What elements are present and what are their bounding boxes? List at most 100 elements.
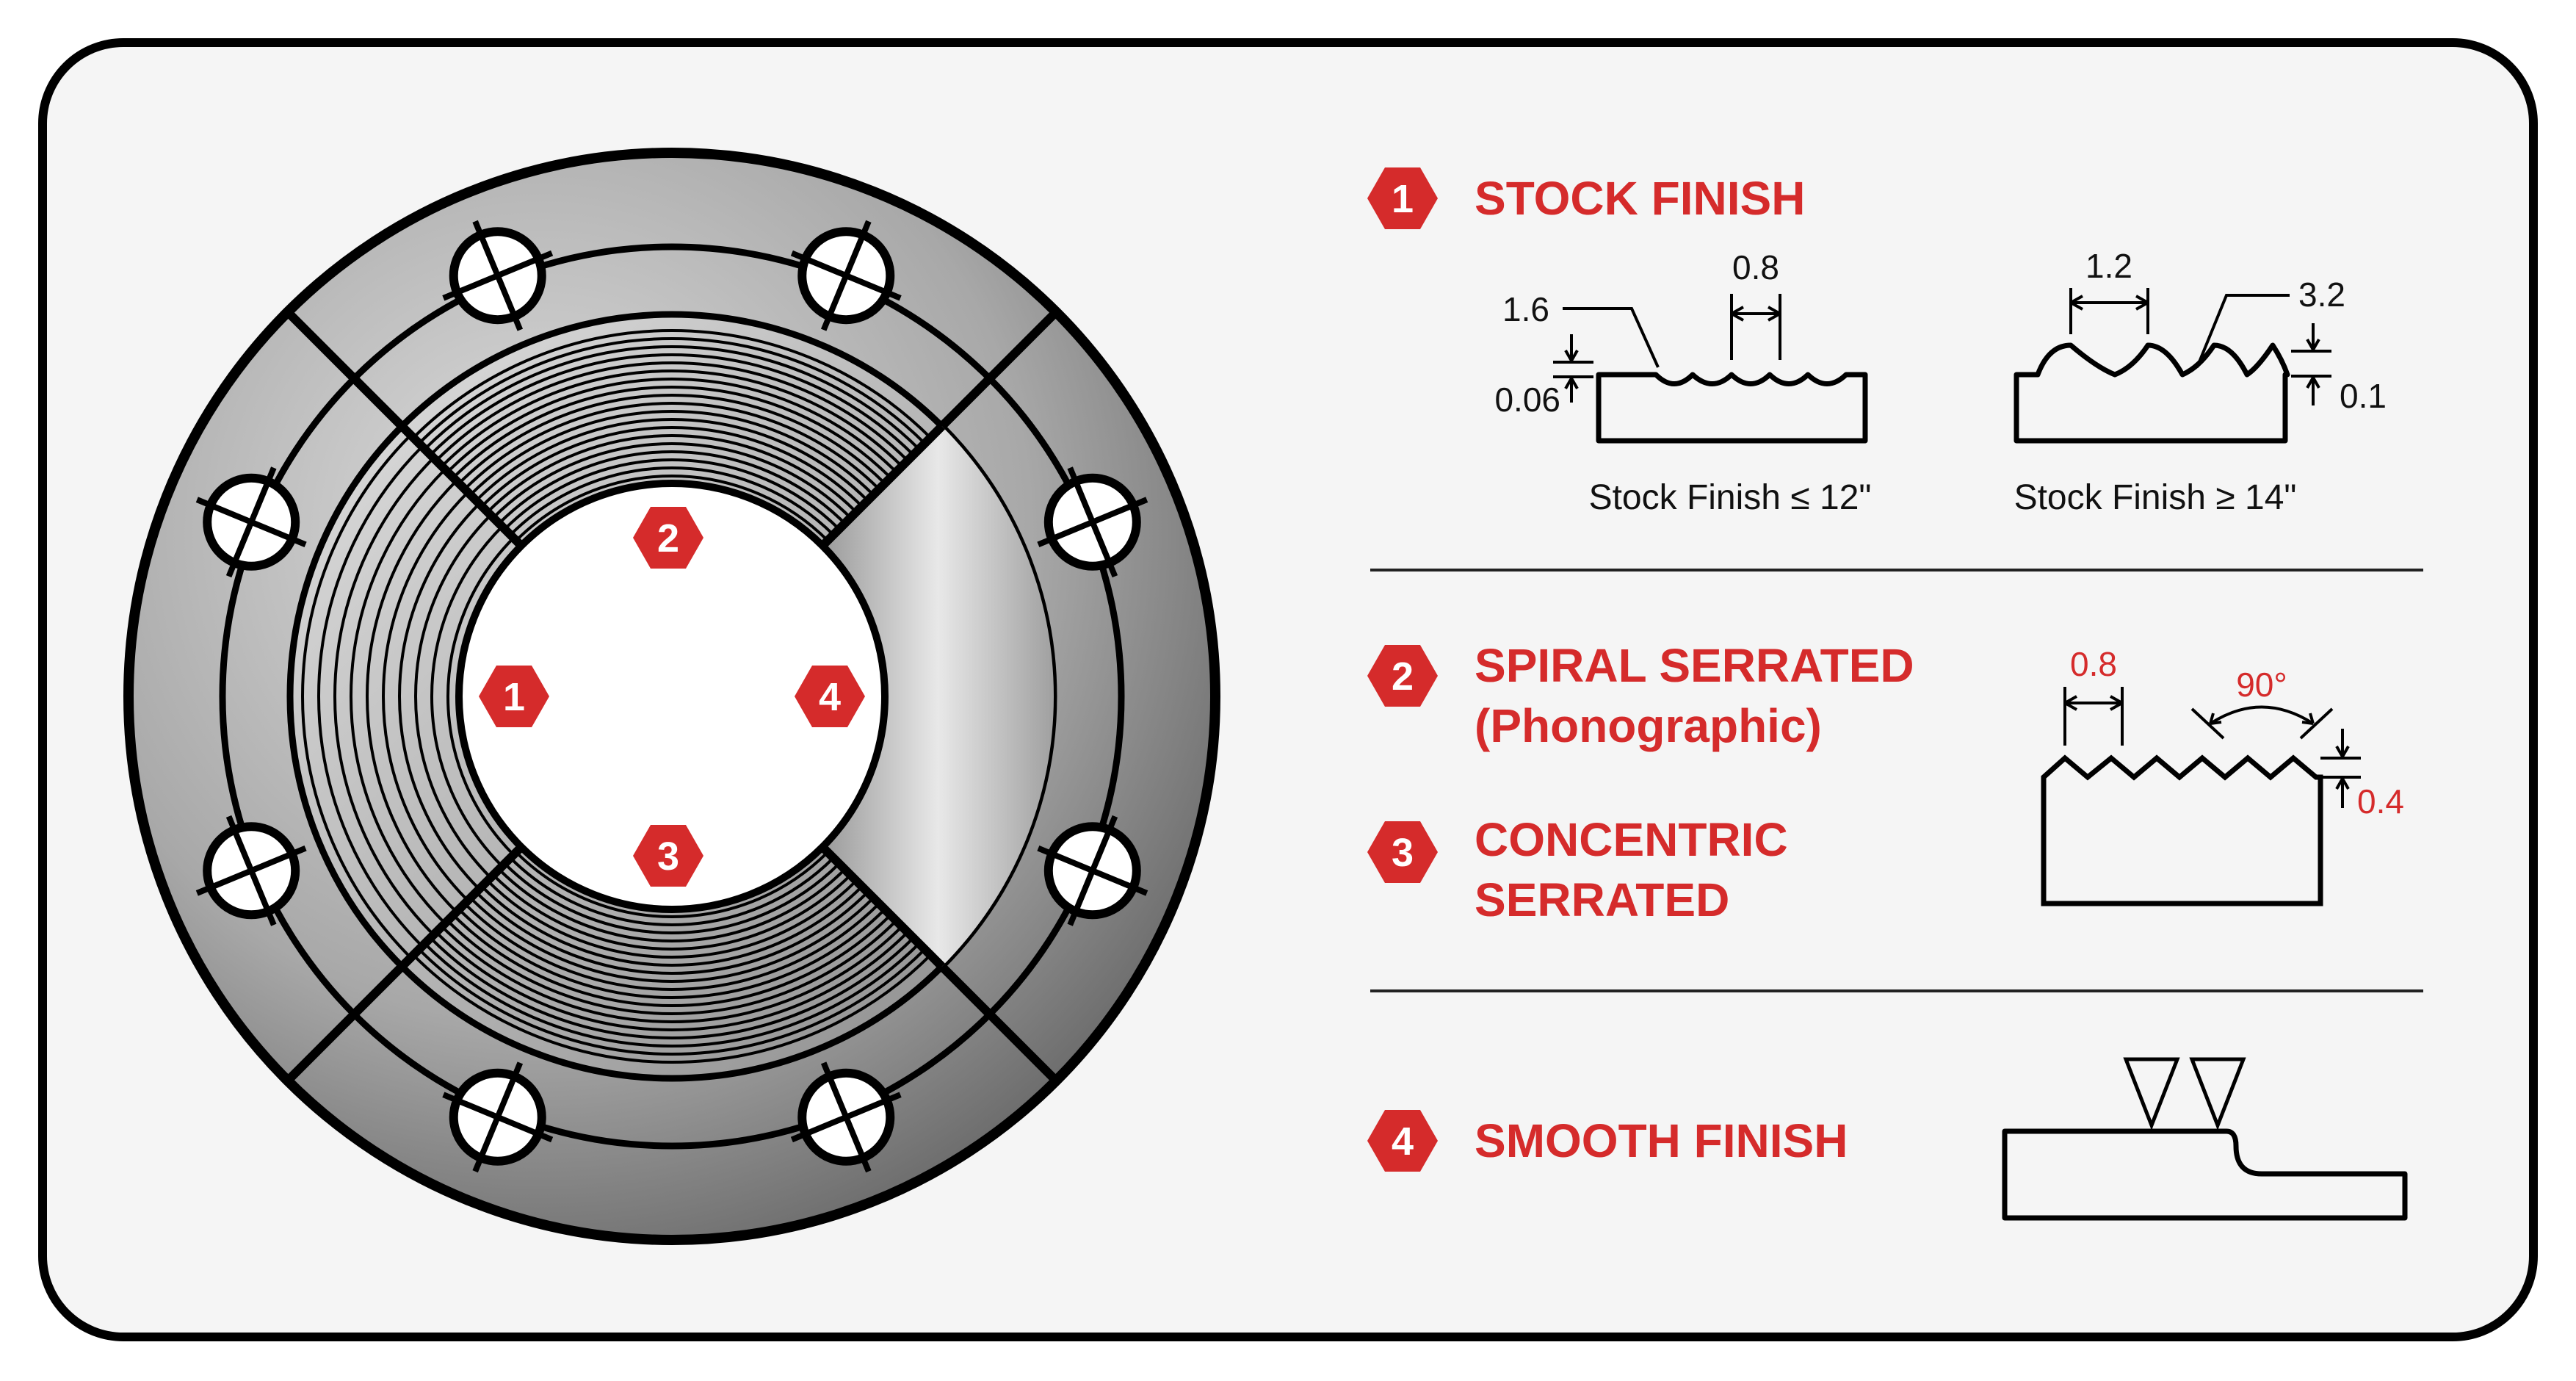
stock-large-depth-label: 0.1 xyxy=(2340,377,2387,415)
flange-zone-1-badge: 1 xyxy=(479,666,549,727)
serrated-profile xyxy=(2041,754,2323,906)
spiral-groove xyxy=(486,434,858,513)
concentric-groove xyxy=(424,942,920,1048)
concentric-groove xyxy=(515,851,829,918)
stock-finish-groove xyxy=(446,536,515,857)
concentric-groove xyxy=(452,914,892,1007)
spiral-groove xyxy=(509,466,835,536)
spiral-groove xyxy=(457,394,886,485)
concentric-groove xyxy=(492,873,852,951)
smooth-finish-profile xyxy=(2002,1128,2408,1221)
spiral-groove xyxy=(480,426,864,508)
section-2-header: 2 SPIRAL SERRATED (Phonographic) xyxy=(1367,639,1914,752)
bolt-hole xyxy=(195,815,307,926)
flange-zone-3-badge: 3 xyxy=(633,825,703,887)
stock-finish-groove xyxy=(414,513,492,879)
concentric-groove xyxy=(429,937,915,1039)
segment-divider-line xyxy=(284,309,405,430)
stock-finish-small-profile xyxy=(1596,372,1868,444)
spiral-groove xyxy=(429,353,915,456)
bolt-hole xyxy=(442,1061,554,1173)
section-3-number: 3 xyxy=(1392,831,1414,875)
surface-finish-symbols xyxy=(2123,1057,2246,1131)
spiral-groove xyxy=(435,361,909,462)
section-2-number: 2 xyxy=(1392,655,1414,699)
stock-finish-large-profile xyxy=(2014,342,2290,444)
smooth-finish-quadrant xyxy=(822,426,1054,967)
segment-divider-line xyxy=(938,963,1060,1084)
concentric-groove xyxy=(469,896,875,984)
concentric-groove xyxy=(480,885,864,967)
bolt-hole xyxy=(195,466,307,578)
flange-zone-4-number: 4 xyxy=(819,675,841,719)
stock-finish-groove xyxy=(317,445,424,948)
section-4-title: SMOOTH FINISH xyxy=(1475,1114,1848,1167)
concentric-groove xyxy=(412,953,932,1064)
flange-zone-1-number: 1 xyxy=(503,675,525,719)
section-2-subtitle: (Phonographic) xyxy=(1475,699,1822,752)
spiral-groove xyxy=(498,450,846,524)
flange-zone-3-number: 3 xyxy=(657,834,679,879)
concentric-groove xyxy=(475,891,869,975)
concentric-groove xyxy=(435,931,909,1031)
serrated-pitch-label: 0.8 xyxy=(2070,645,2117,683)
section-3-subtitle: SERRATED xyxy=(1475,873,1729,926)
concentric-groove xyxy=(446,920,897,1015)
surface-finish-triangle-icon xyxy=(2189,1057,2246,1131)
stock-finish-groove xyxy=(349,468,446,925)
flange-illustration: 1 2 3 4 xyxy=(123,148,1220,1245)
stock-finish-groove xyxy=(301,433,412,959)
stock-finish-large-dimensions xyxy=(2069,288,2331,405)
quadrant-divider-line xyxy=(819,843,945,970)
spiral-groove xyxy=(475,418,869,502)
spiral-groove xyxy=(515,475,829,542)
serrated-depth-label: 0.4 xyxy=(2357,782,2404,821)
concentric-groove xyxy=(503,862,841,935)
spiral-groove xyxy=(463,401,880,491)
stock-small-radius-label: 1.6 xyxy=(1502,290,1549,328)
segment-divider-line xyxy=(284,963,405,1084)
spiral-groove xyxy=(441,369,903,468)
section-1-hex-badge: 1 xyxy=(1367,167,1438,229)
segment-divider-line xyxy=(938,309,1060,430)
stock-large-caption: Stock Finish ≥ 14" xyxy=(2014,478,2297,517)
concentric-groove xyxy=(441,925,903,1024)
bolt-hole xyxy=(442,220,554,331)
spiral-groove xyxy=(452,386,892,479)
section-4-number: 4 xyxy=(1392,1119,1414,1164)
stock-finish-groove xyxy=(382,491,469,902)
concentric-groove xyxy=(509,857,835,926)
section-2-title: SPIRAL SERRATED xyxy=(1475,639,1914,692)
bolt-hole xyxy=(1037,466,1148,578)
stock-finish-small-dimensions xyxy=(1553,294,1781,403)
surface-finish-triangle-icon xyxy=(2123,1057,2180,1131)
stock-finish-groove xyxy=(430,525,504,868)
spiral-groove xyxy=(469,409,875,497)
section-1-title: STOCK FINISH xyxy=(1475,172,1805,225)
stock-finish-groove xyxy=(333,457,435,936)
stock-small-depth-label: 0.06 xyxy=(1494,381,1560,419)
stock-finish-groove xyxy=(366,480,457,913)
flange-zone-4-badge: 4 xyxy=(795,666,865,727)
spiral-groove xyxy=(424,345,920,450)
spiral-groove xyxy=(412,329,932,439)
spiral-groove xyxy=(492,442,852,519)
section-1-header: 1 STOCK FINISH xyxy=(1367,167,1805,229)
stock-small-pitch-label: 0.8 xyxy=(1732,248,1779,286)
quadrant-divider-line xyxy=(819,423,945,549)
section-3-title: CONCENTRIC xyxy=(1475,813,1788,866)
section-3-hex-badge: 3 xyxy=(1367,821,1438,883)
concentric-groove xyxy=(457,908,886,999)
spiral-groove xyxy=(418,337,926,445)
bolt-hole xyxy=(790,1061,902,1173)
quadrant-divider-line xyxy=(399,843,525,970)
stock-large-radius-label: 3.2 xyxy=(2298,275,2345,314)
section-4-hex-badge: 4 xyxy=(1367,1110,1438,1172)
stock-small-caption: Stock Finish ≤ 12" xyxy=(1589,478,1872,517)
flange-zone-2-badge: 2 xyxy=(633,507,703,569)
quadrant-divider-line xyxy=(399,423,525,549)
concentric-groove xyxy=(486,879,858,959)
section-3-header: 3 CONCENTRIC SERRATED xyxy=(1367,813,1788,926)
spiral-groove xyxy=(446,378,897,473)
